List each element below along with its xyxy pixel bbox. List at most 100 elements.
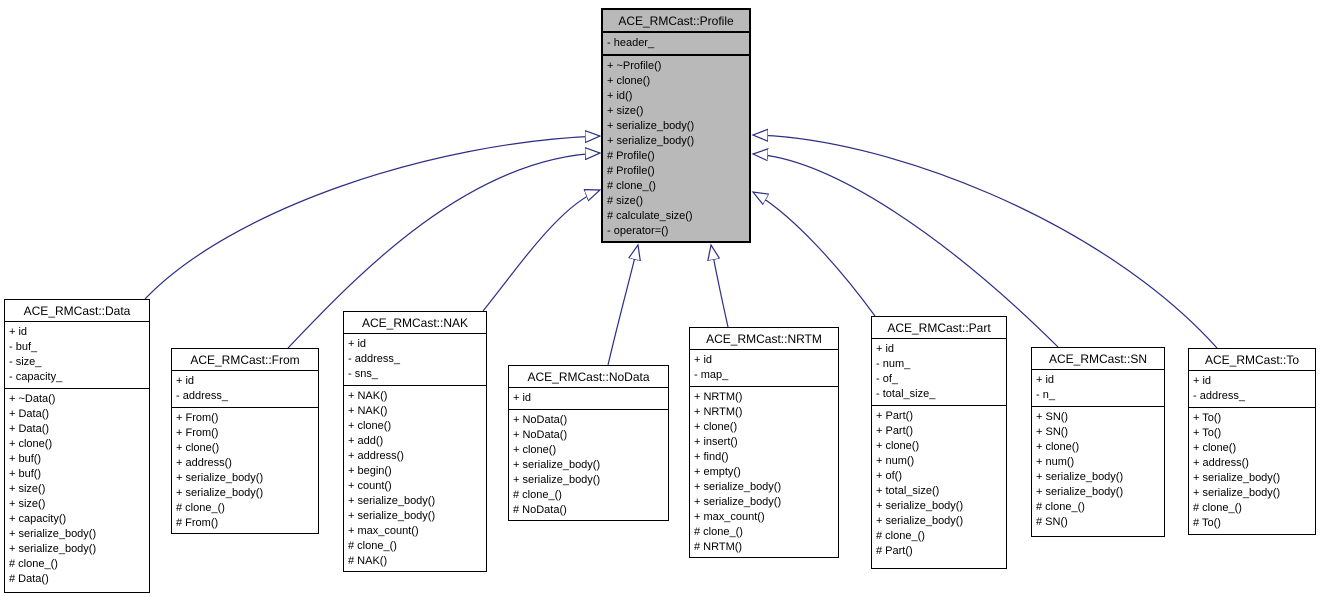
- class-method: + empty(): [694, 466, 741, 478]
- class-attribute: - address_: [1193, 390, 1245, 402]
- class-method: + ~Profile(): [607, 60, 662, 72]
- class-attributes-section: + id- address_: [172, 371, 318, 408]
- class-attribute: + id: [694, 354, 713, 366]
- class-method: + clone(): [1193, 442, 1237, 454]
- class-method: + Part(): [876, 425, 913, 437]
- class-method: + clone(): [176, 442, 220, 454]
- class-method: + NAK(): [348, 405, 388, 417]
- class-method: + num(): [876, 455, 915, 467]
- class-methods-section: + SN()+ SN()+ clone()+ num()+ serialize_…: [1032, 407, 1164, 536]
- class-method: + size(): [9, 483, 46, 495]
- class-title-nak: ACE_RMCast::NAK: [344, 312, 486, 334]
- class-method: # NRTM(): [694, 541, 743, 553]
- class-method: + Data(): [9, 408, 50, 420]
- class-method: + Part(): [876, 410, 913, 422]
- inheritance-edge-nak-to-profile: [482, 190, 600, 312]
- class-box-nodata[interactable]: ACE_RMCast::NoData+ id+ NoData()+ NoData…: [508, 365, 669, 521]
- class-attribute: + id: [1036, 374, 1055, 386]
- class-box-part[interactable]: ACE_RMCast::Part+ id- num_- of_- total_s…: [871, 316, 1007, 569]
- class-box-profile[interactable]: ACE_RMCast::Profile- header_+ ~Profile()…: [601, 8, 751, 243]
- inheritance-edge-to-to-profile: [753, 135, 1218, 349]
- class-attribute: - buf_: [9, 341, 38, 353]
- class-method: - operator=(): [607, 225, 669, 237]
- class-method: + insert(): [694, 436, 738, 448]
- class-method: + clone(): [513, 444, 557, 456]
- inheritance-edge-nodata-to-profile: [607, 245, 638, 366]
- class-attribute: - header_: [607, 37, 655, 49]
- class-method: + NRTM(): [694, 391, 743, 403]
- class-title-profile: ACE_RMCast::Profile: [603, 10, 749, 33]
- class-method: # clone_(): [348, 540, 397, 552]
- class-method: # clone_(): [513, 489, 562, 501]
- class-methods-section: + Part() + Part() + clone() + num() + of() + …: [872, 406, 1006, 568]
- class-box-from[interactable]: ACE_RMCast::From+ id- address_+ From()+ …: [171, 348, 319, 534]
- class-method: + buf(): [9, 453, 42, 465]
- class-method: + capacity(): [9, 513, 67, 525]
- class-method: + serialize_body(): [694, 496, 782, 508]
- class-attribute: - address_: [348, 353, 400, 365]
- class-box-nak[interactable]: ACE_RMCast::NAK+ id- address_- sns_+ NAK…: [343, 311, 487, 572]
- class-method: + ~Data(): [9, 393, 56, 405]
- class-method: # From(): [176, 517, 219, 529]
- class-method: # Data(): [9, 573, 49, 585]
- class-method: # NoData(): [513, 504, 567, 516]
- class-methods-section: + From()+ From()+ clone()+ address()+ se…: [172, 408, 318, 533]
- class-method: # SN(): [1036, 516, 1068, 528]
- class-attributes-section: + id- num_- of_- total_size_: [872, 339, 1006, 406]
- class-method: + SN(): [1036, 411, 1069, 423]
- class-method: # NAK(): [348, 555, 388, 567]
- class-method: + serialize_body(): [607, 120, 695, 132]
- class-method: + serialize_body(): [1036, 471, 1124, 483]
- class-title-nodata: ACE_RMCast::NoData: [509, 366, 668, 388]
- class-method: # Profile(): [607, 165, 655, 177]
- class-attribute: + id: [1193, 375, 1212, 387]
- class-attributes-section: + id: [509, 388, 668, 410]
- class-method: + of(): [876, 470, 902, 482]
- class-box-to[interactable]: ACE_RMCast::To+ id- address_+ To()+ To()…: [1188, 348, 1316, 535]
- class-title-from: ACE_RMCast::From: [172, 349, 318, 371]
- class-method: + clone(): [607, 75, 651, 87]
- class-method: + address(): [176, 457, 232, 469]
- class-method: + serialize_body(): [1193, 487, 1281, 499]
- class-method: + clone(): [694, 421, 738, 433]
- class-title-data: ACE_RMCast::Data: [5, 300, 149, 322]
- class-attribute: + id: [876, 343, 895, 355]
- class-method: + size(): [9, 498, 46, 510]
- class-method: + serialize_body(): [9, 528, 97, 540]
- class-attribute: - size_: [9, 356, 42, 368]
- class-method: + From(): [176, 412, 219, 424]
- class-method: + clone(): [876, 440, 920, 452]
- class-method: + id(): [607, 90, 633, 102]
- class-attribute: - of_: [876, 373, 899, 385]
- class-methods-section: + NoData()+ NoData()+ clone()+ serialize…: [509, 410, 668, 520]
- class-method: + serialize_body(): [1193, 472, 1281, 484]
- inheritance-edge-from-to-profile: [287, 153, 600, 349]
- class-method: + find(): [694, 451, 729, 463]
- class-attributes-section: + id - address_: [1189, 371, 1315, 408]
- class-attribute: - total_size_: [876, 388, 936, 400]
- class-method: + NoData(): [513, 414, 568, 426]
- class-method: + serialize_body(): [348, 510, 436, 522]
- class-method: + serialize_body(): [9, 543, 97, 555]
- class-method: # clone_(): [1036, 501, 1085, 513]
- class-box-nrtm[interactable]: ACE_RMCast::NRTM+ id- map_+ NRTM()+ NRTM…: [689, 327, 839, 558]
- class-method: + serialize_body(): [1036, 486, 1124, 498]
- class-method: + NRTM(): [694, 406, 743, 418]
- class-method: + clone(): [348, 420, 392, 432]
- class-attribute: + id: [513, 392, 532, 404]
- class-title-sn: ACE_RMCast::SN: [1032, 348, 1164, 370]
- class-method: + total_size(): [876, 485, 940, 497]
- class-method: # Part(): [876, 545, 913, 557]
- class-attributes-section: + id- buf_- size_- capacity_: [5, 322, 149, 389]
- class-method: + add(): [348, 435, 384, 447]
- class-method: + count(): [348, 480, 392, 492]
- class-method: + serialize_body(): [513, 459, 601, 471]
- class-method: + SN(): [1036, 426, 1069, 438]
- class-attributes-section: + id- address_- sns_: [344, 334, 486, 386]
- class-box-sn[interactable]: ACE_RMCast::SN+ id- n_+ SN()+ SN()+ clon…: [1031, 347, 1165, 537]
- inheritance-edge-sn-to-profile: [753, 154, 1059, 348]
- class-box-data[interactable]: ACE_RMCast::Data+ id- buf_- size_- capac…: [4, 299, 150, 593]
- class-title-part: ACE_RMCast::Part: [872, 317, 1006, 339]
- class-method: + size(): [607, 105, 644, 117]
- class-method: + address(): [348, 450, 404, 462]
